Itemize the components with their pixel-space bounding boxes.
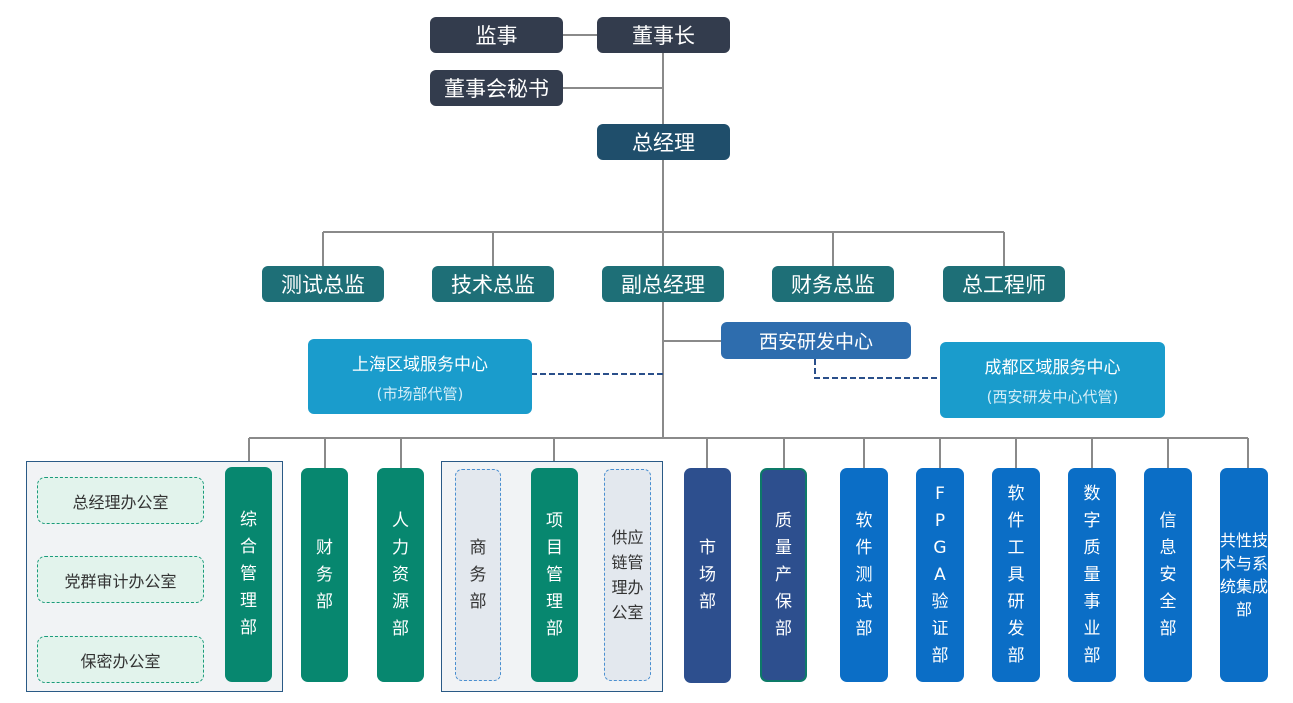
board-secretary-label: 董事会秘书 bbox=[444, 77, 549, 101]
gm-office-box: 总经理办公室 bbox=[37, 477, 204, 524]
supervisor-label: 监事 bbox=[475, 24, 518, 48]
dept-supply-chain-office: 供应链管理办公室 bbox=[604, 469, 651, 681]
dept-label: 供应链管理办公室 bbox=[611, 528, 644, 622]
supervisor-box: 监事 bbox=[430, 17, 563, 53]
test-director-box: 测试总监 bbox=[262, 266, 384, 302]
chairman-label: 董事长 bbox=[632, 24, 695, 48]
shanghai-service-center-box: 上海区域服务中心 (市场部代管) bbox=[308, 339, 532, 414]
dept-label: 信息安全部 bbox=[1159, 510, 1177, 639]
dept-marketing: 市场部 bbox=[684, 468, 731, 683]
dept-fpga-verification: FPGA验证部 bbox=[916, 468, 964, 682]
dept-label: 共性技术与系统集成部 bbox=[1220, 531, 1269, 619]
dept-label: 商务部 bbox=[469, 537, 487, 612]
dept-quality-assurance: 质量产保部 bbox=[760, 468, 807, 682]
chairman-box: 董事长 bbox=[597, 17, 730, 53]
dept-label: FPGA验证部 bbox=[931, 483, 949, 666]
director-label: 技术总监 bbox=[451, 273, 535, 297]
finance-director-box: 财务总监 bbox=[772, 266, 894, 302]
xian-rd-center-box: 西安研发中心 bbox=[721, 322, 911, 359]
director-label: 副总经理 bbox=[621, 273, 705, 297]
board-secretary-box: 董事会秘书 bbox=[430, 70, 563, 106]
dept-finance: 财务部 bbox=[301, 468, 348, 682]
dept-label: 综合管理部 bbox=[240, 510, 257, 638]
dept-digital-quality: 数字质量事业部 bbox=[1068, 468, 1116, 682]
dept-project-management: 项目管理部 bbox=[531, 468, 578, 682]
dept-label: 人力资源部 bbox=[392, 510, 409, 639]
dept-label: 市场部 bbox=[699, 538, 716, 612]
dept-label: 项目管理部 bbox=[546, 510, 563, 639]
dept-business: 商务部 bbox=[455, 469, 501, 681]
chengdu-center-note: (西安研发中心代管) bbox=[986, 388, 1119, 406]
tech-director-box: 技术总监 bbox=[432, 266, 554, 302]
director-label: 总工程师 bbox=[962, 273, 1046, 297]
xian-center-label: 西安研发中心 bbox=[758, 331, 873, 353]
office-label: 保密办公室 bbox=[80, 651, 161, 671]
dept-software-tools-rd: 软件工具研发部 bbox=[992, 468, 1040, 682]
shanghai-center-note: (市场部代管) bbox=[376, 384, 464, 403]
director-label: 财务总监 bbox=[791, 273, 875, 297]
deputy-gm-box: 副总经理 bbox=[602, 266, 724, 302]
party-audit-office-box: 党群审计办公室 bbox=[37, 556, 204, 603]
general-manager-label: 总经理 bbox=[632, 131, 695, 155]
dept-general-management: 综合管理部 bbox=[225, 467, 272, 682]
chengdu-center-label: 成都区域服务中心 bbox=[984, 358, 1121, 378]
dept-human-resources: 人力资源部 bbox=[377, 468, 424, 682]
general-manager-box: 总经理 bbox=[597, 124, 730, 160]
office-label: 党群审计办公室 bbox=[64, 571, 177, 591]
shanghai-center-label: 上海区域服务中心 bbox=[352, 354, 488, 375]
confidentiality-office-box: 保密办公室 bbox=[37, 636, 204, 683]
dept-label: 质量产保部 bbox=[775, 510, 792, 639]
chief-engineer-box: 总工程师 bbox=[943, 266, 1065, 302]
dept-label: 财务部 bbox=[316, 537, 333, 612]
director-label: 测试总监 bbox=[281, 273, 365, 297]
office-label: 总经理办公室 bbox=[72, 492, 169, 512]
dept-label: 软件测试部 bbox=[855, 510, 873, 639]
dept-label: 数字质量事业部 bbox=[1083, 483, 1101, 666]
dept-common-tech-system-integration: 共性技术与系统集成部 bbox=[1220, 468, 1268, 682]
chengdu-service-center-box: 成都区域服务中心 (西安研发中心代管) bbox=[940, 342, 1165, 418]
dept-label: 软件工具研发部 bbox=[1007, 483, 1025, 666]
dept-software-testing: 软件测试部 bbox=[840, 468, 888, 682]
dept-information-security: 信息安全部 bbox=[1144, 468, 1192, 682]
